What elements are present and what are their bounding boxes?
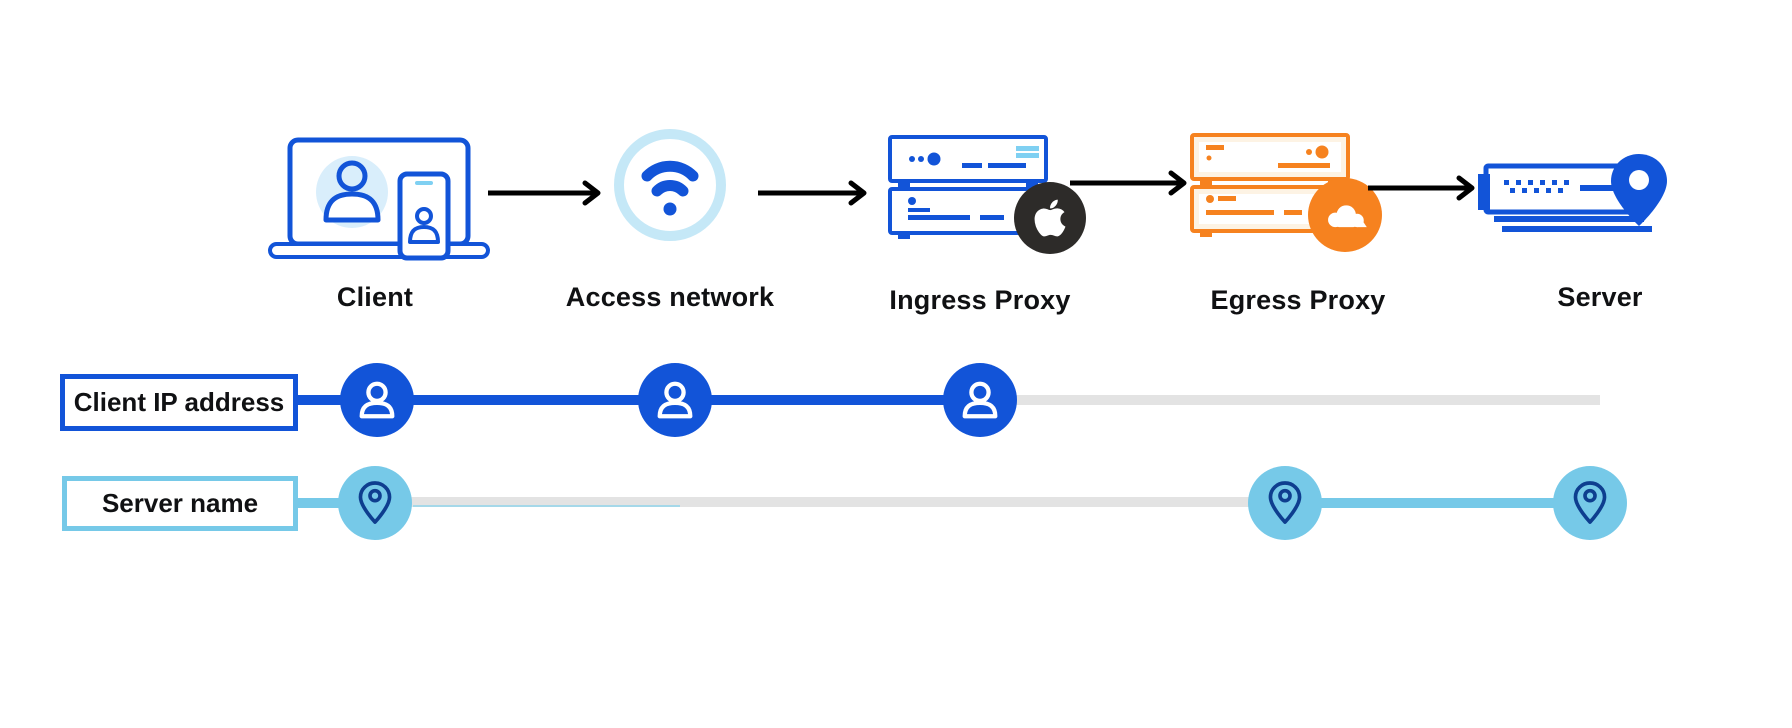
wifi-icon — [614, 129, 726, 241]
client-node — [268, 130, 490, 265]
pin-marker — [1553, 466, 1627, 540]
label-egress-proxy: Egress Proxy — [1210, 285, 1386, 315]
person-icon — [359, 381, 395, 419]
person-marker — [943, 363, 1017, 437]
server-name-hidden-segment — [385, 497, 1285, 507]
server-name-visible-segment — [1285, 498, 1590, 508]
laptop-phone-user-icon — [268, 137, 490, 261]
apple-logo-icon — [1014, 182, 1086, 254]
flow-arrow — [1366, 175, 1476, 206]
label-access-network: Access network — [565, 282, 775, 312]
pin-marker — [1248, 466, 1322, 540]
client-ip-hidden-segment — [985, 395, 1600, 405]
person-marker — [638, 363, 712, 437]
location-pin-icon — [358, 481, 392, 524]
client-ip-label: Client IP address — [73, 387, 285, 417]
server-name-label-box: Server name — [62, 476, 298, 531]
person-marker — [340, 363, 414, 437]
person-icon — [962, 381, 998, 419]
pin-marker — [338, 466, 412, 540]
label-server: Server — [1557, 282, 1643, 312]
access-network-node — [613, 128, 727, 242]
label-ingress-proxy: Ingress Proxy — [889, 285, 1071, 315]
client-ip-label-box: Client IP address — [60, 374, 298, 431]
person-icon — [657, 381, 693, 419]
label-client: Client — [336, 282, 414, 312]
flow-arrow — [486, 180, 602, 211]
location-pin-icon — [1573, 481, 1607, 524]
location-pin-icon — [1268, 481, 1302, 524]
flow-arrow — [756, 180, 868, 211]
flow-arrow — [1068, 170, 1188, 201]
server-name-label: Server name — [101, 488, 259, 518]
server-name-underline-artifact — [413, 505, 680, 507]
location-pin-icon — [1608, 152, 1670, 235]
